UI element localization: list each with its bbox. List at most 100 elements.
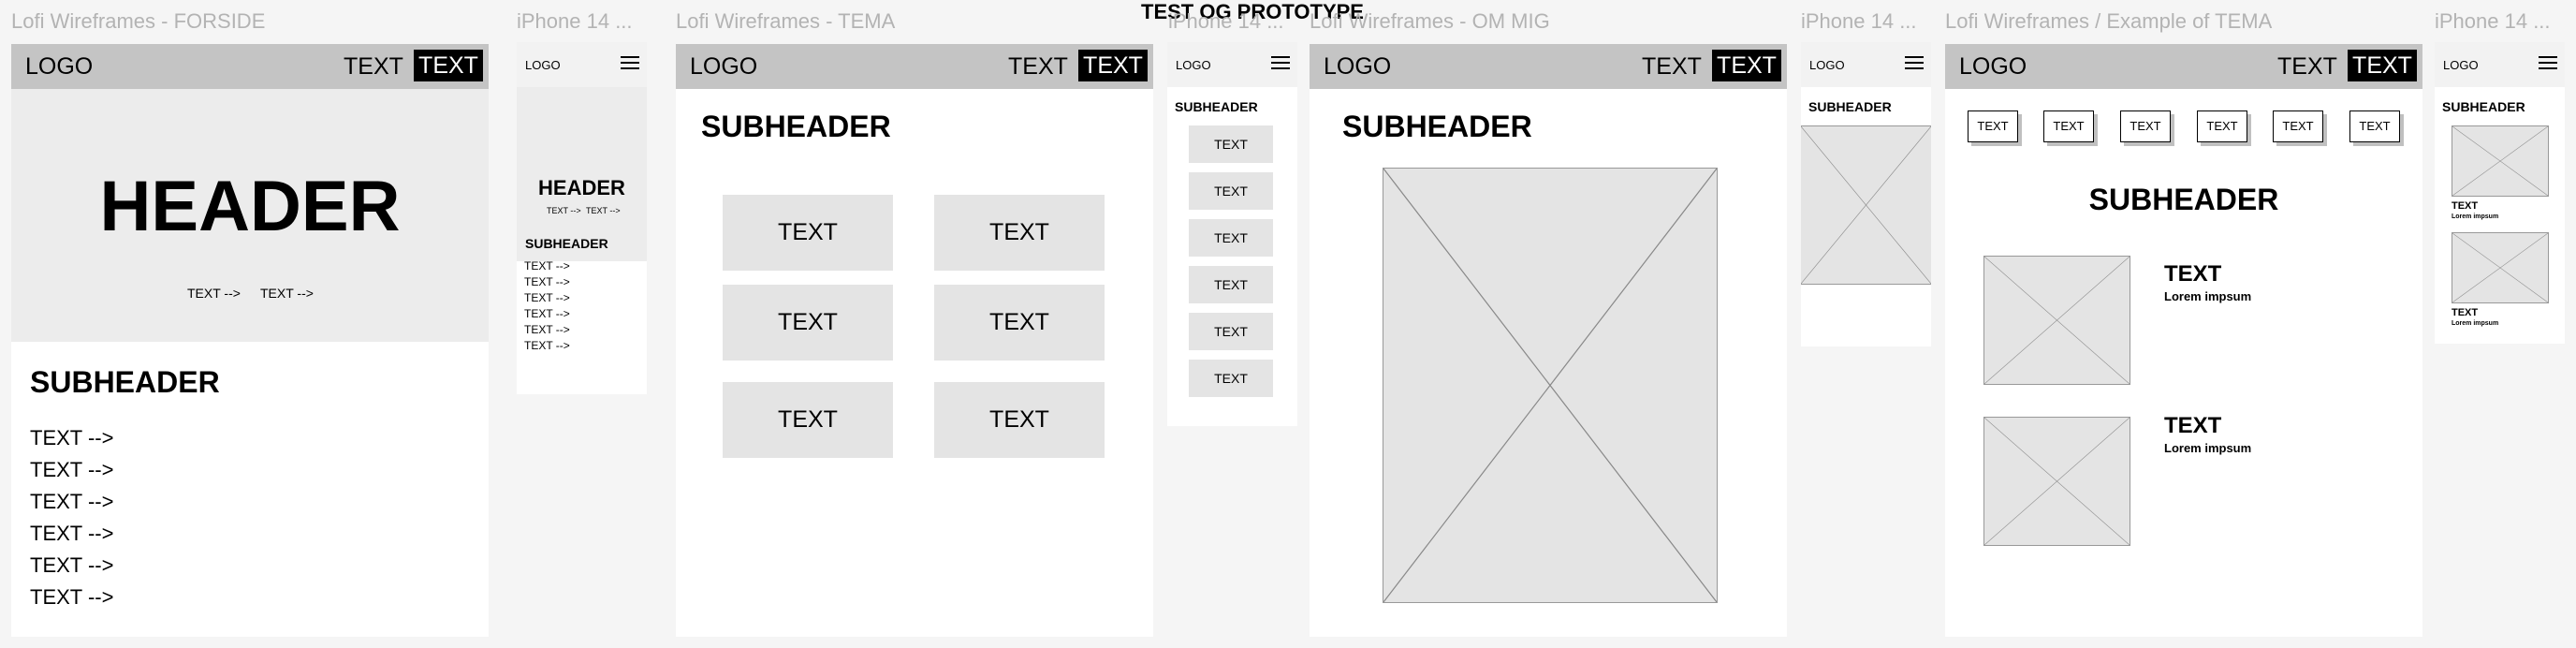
list-item[interactable]: TEXT -->	[30, 458, 114, 481]
item-description: Lorem impsum	[2452, 320, 2499, 327]
image-placeholder	[2452, 125, 2549, 197]
hamburger-menu-icon[interactable]	[621, 52, 639, 73]
list-card[interactable]: TEXT	[1189, 360, 1273, 397]
hamburger-menu-icon[interactable]	[1905, 52, 1924, 73]
frame-iphone-om-mig[interactable]: LOGO SUBHEADER	[1801, 42, 1931, 346]
list-item[interactable]: TEXT -->	[30, 426, 114, 449]
image-placeholder	[1801, 125, 1931, 285]
frame-label-tema[interactable]: Lofi Wireframes - TEMA	[676, 9, 896, 33]
frame-forside[interactable]: LOGO TEXT TEXT HEADER TEXT --> TEXT --> …	[11, 44, 489, 637]
filter-chip[interactable]: TEXT	[2120, 110, 2171, 142]
filter-chip[interactable]: TEXT	[1968, 110, 2018, 142]
frame-label-iphone-example[interactable]: iPhone 14 ...	[2435, 9, 2551, 33]
list-item[interactable]: TEXT -->	[524, 275, 570, 288]
list-item[interactable]: TEXT -->	[30, 585, 114, 609]
logo[interactable]: LOGO	[525, 58, 561, 72]
grid-card[interactable]: TEXT	[723, 382, 893, 458]
mobile-nav: LOGO	[2435, 42, 2565, 87]
hamburger-menu-icon[interactable]	[1271, 52, 1290, 73]
list-item[interactable]: TEXT -->	[524, 323, 570, 336]
subheader: SUBHEADER	[525, 236, 608, 251]
list-card[interactable]: TEXT	[1189, 266, 1273, 303]
hero-link[interactable]: TEXT -->	[260, 286, 314, 301]
subheader: SUBHEADER	[1175, 99, 1258, 114]
nav-bar: LOGO TEXT TEXT	[11, 44, 489, 89]
nav-link[interactable]: TEXT	[1642, 53, 1702, 80]
frame-label-forside[interactable]: Lofi Wireframes - FORSIDE	[11, 9, 266, 33]
image-placeholder	[1983, 256, 2130, 385]
logo[interactable]: LOGO	[1176, 58, 1211, 72]
list-card[interactable]: TEXT	[1189, 313, 1273, 350]
frame-iphone-example[interactable]: LOGO SUBHEADER TEXT Lorem impsum TEXT Lo…	[2435, 42, 2565, 344]
image-placeholder	[2452, 232, 2549, 303]
image-placeholder	[1983, 417, 2130, 546]
logo[interactable]: LOGO	[1324, 53, 1392, 80]
frame-iphone-tema[interactable]: LOGO SUBHEADER TEXT TEXT TEXT TEXT TEXT …	[1167, 42, 1297, 426]
grid-card[interactable]: TEXT	[723, 285, 893, 361]
nav-link[interactable]: TEXT	[1008, 53, 1068, 80]
hero-header: HEADER	[99, 167, 401, 246]
list-item[interactable]: TEXT -->	[524, 307, 570, 320]
list-item[interactable]: TEXT -->	[524, 259, 570, 272]
grid-card[interactable]: TEXT	[934, 285, 1105, 361]
hero-link[interactable]: TEXT -->	[187, 286, 241, 301]
frame-label-iphone-forside[interactable]: iPhone 14 ...	[517, 9, 633, 33]
nav-button[interactable]: TEXT	[414, 50, 483, 81]
logo[interactable]: LOGO	[1959, 53, 2027, 80]
frame-label-iphone-om-mig[interactable]: iPhone 14 ...	[1801, 9, 1917, 33]
list-item[interactable]: TEXT -->	[524, 291, 570, 304]
nav-button[interactable]: TEXT	[2348, 50, 2417, 81]
frame-label-om-mig[interactable]: Lofi Wireframes - OM MIG	[1310, 9, 1550, 33]
hero-link[interactable]: TEXT -->	[586, 206, 621, 215]
list-card[interactable]: TEXT	[1189, 125, 1273, 163]
list-item[interactable]: TEXT -->	[30, 553, 114, 577]
list-item[interactable]: TEXT -->	[30, 522, 114, 545]
frame-tema[interactable]: LOGO TEXT TEXT SUBHEADER TEXT TEXT TEXT …	[676, 44, 1153, 637]
filter-chip[interactable]: TEXT	[2273, 110, 2323, 142]
list-item[interactable]: TEXT -->	[524, 339, 570, 352]
grid-card[interactable]: TEXT	[723, 195, 893, 271]
subheader: SUBHEADER	[2088, 183, 2279, 216]
hero: HEADER TEXT --> TEXT -->	[11, 89, 489, 342]
nav-bar: LOGO TEXT TEXT	[1945, 44, 2422, 89]
canvas-title: TEST OG PROTOTYPE	[1141, 0, 1364, 23]
frame-om-mig[interactable]: LOGO TEXT TEXT SUBHEADER	[1310, 44, 1787, 637]
hero-link[interactable]: TEXT -->	[547, 206, 581, 215]
frame-label-iphone-tema[interactable]: iPhone 14 ...	[1168, 9, 1284, 33]
placeholder-cross-icon	[1383, 169, 1717, 602]
frame-iphone-forside[interactable]: LOGO HEADER TEXT --> TEXT --> SUBHEADER …	[517, 42, 647, 394]
subheader: SUBHEADER	[1808, 99, 1892, 114]
hamburger-menu-icon[interactable]	[2539, 52, 2557, 73]
filter-chip[interactable]: TEXT	[2043, 110, 2094, 142]
grid-card[interactable]: TEXT	[934, 195, 1105, 271]
logo[interactable]: LOGO	[1809, 58, 1845, 72]
nav-button[interactable]: TEXT	[1078, 50, 1148, 81]
mobile-nav: LOGO	[1801, 42, 1931, 87]
nav-button[interactable]: TEXT	[1712, 50, 1781, 81]
nav-link[interactable]: TEXT	[344, 53, 403, 80]
grid-card[interactable]: TEXT	[934, 382, 1105, 458]
subheader: SUBHEADER	[1342, 110, 1532, 143]
nav-bar: LOGO TEXT TEXT	[676, 44, 1153, 89]
item-title: TEXT	[2164, 413, 2222, 438]
subheader: SUBHEADER	[701, 110, 891, 143]
mobile-nav: LOGO	[517, 42, 647, 87]
frame-label-example[interactable]: Lofi Wireframes / Example of TEMA	[1945, 9, 2273, 33]
logo[interactable]: LOGO	[690, 53, 758, 80]
frame-example-tema[interactable]: LOGO TEXT TEXT TEXT TEXT TEXT TEXT TEXT …	[1945, 44, 2422, 637]
nav-link[interactable]: TEXT	[2277, 53, 2337, 80]
list-card[interactable]: TEXT	[1189, 172, 1273, 210]
logo[interactable]: LOGO	[2443, 58, 2479, 72]
item-title: TEXT	[2164, 261, 2222, 287]
placeholder-cross-icon	[1984, 257, 2130, 384]
filter-chip[interactable]: TEXT	[2197, 110, 2247, 142]
logo[interactable]: LOGO	[25, 53, 94, 80]
nav-bar: LOGO TEXT TEXT	[1310, 44, 1787, 89]
placeholder-cross-icon	[2452, 126, 2548, 196]
list-card[interactable]: TEXT	[1189, 219, 1273, 257]
placeholder-cross-icon	[2452, 233, 2548, 302]
list-item[interactable]: TEXT -->	[30, 490, 114, 513]
filter-chip[interactable]: TEXT	[2349, 110, 2400, 142]
hero: HEADER TEXT --> TEXT -->	[517, 87, 647, 261]
item-title: TEXT	[2452, 200, 2479, 212]
